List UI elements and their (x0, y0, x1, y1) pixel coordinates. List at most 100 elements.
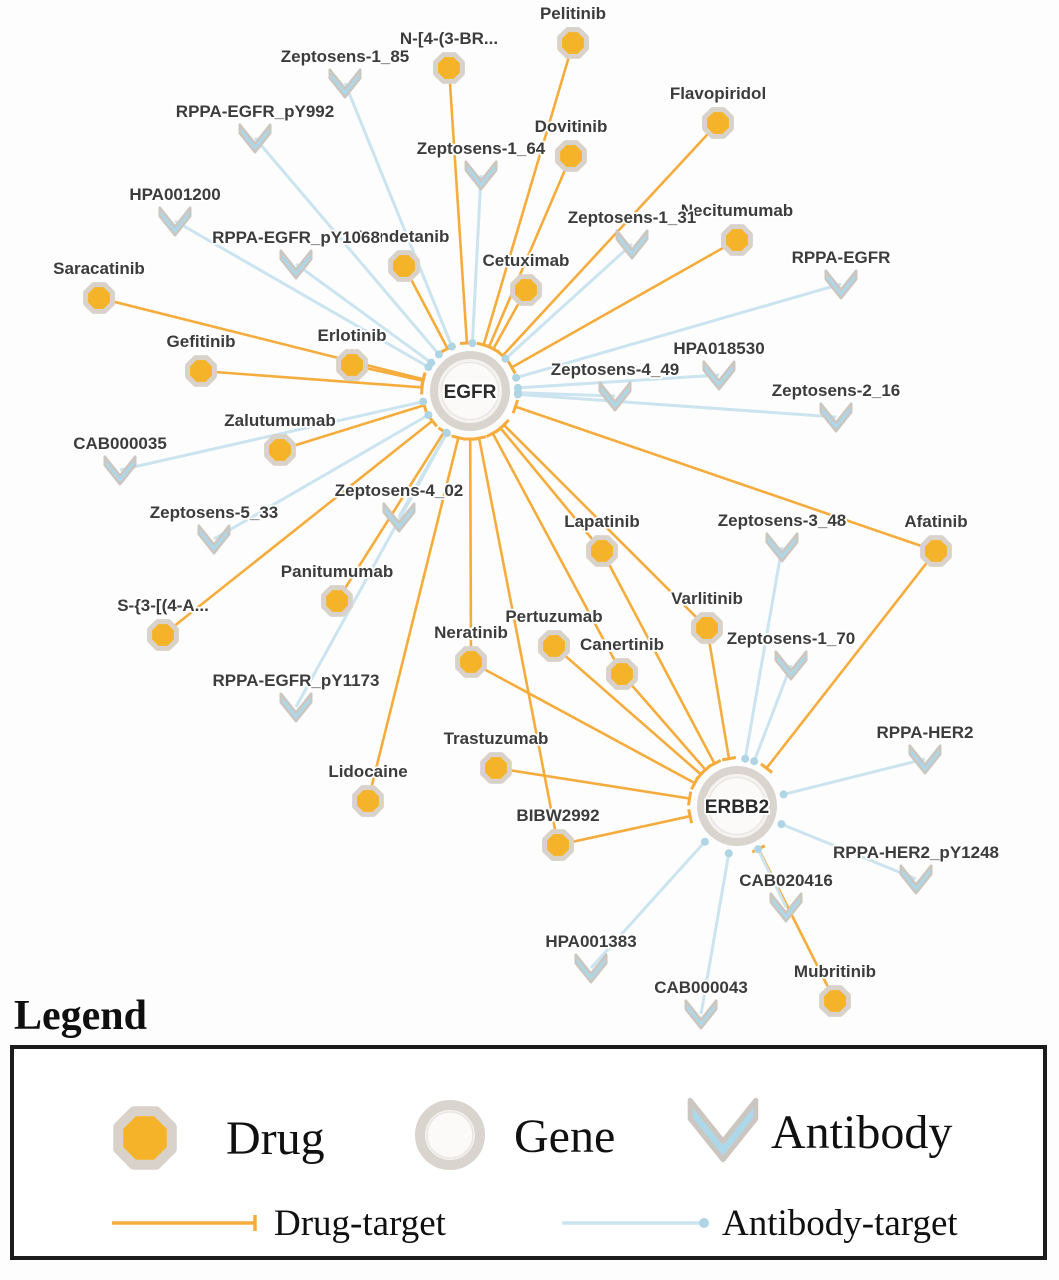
edge-drug-S-{3-[(4-A...--EGFR (162, 414, 438, 637)
drug-node-Flavopiridol[interactable] (702, 107, 734, 139)
node-label-Cetuximab: Cetuximab (483, 251, 570, 270)
edge-antibody-HPA018530--EGFR (513, 373, 720, 392)
drug-node-Gefitinib[interactable] (185, 355, 217, 387)
edge-antibody-HPA001383--ERBB2 (589, 837, 709, 970)
edge-drug-Afatinib--EGFR (511, 399, 937, 553)
antibody-legend-label: Antibody (771, 1106, 953, 1159)
drug-node-Vandetanib[interactable] (388, 250, 420, 282)
node-label-Flavopiridol: Flavopiridol (670, 84, 766, 103)
edge-antibody-Zeptosens-1_31--EGFR (501, 242, 634, 363)
node-label-Neratinib: Neratinib (434, 623, 508, 642)
node-label-EGFR: EGFR (444, 382, 497, 403)
drug-node-Dovitinib[interactable] (555, 140, 587, 172)
edge-drug-Neratinib--EGFR (463, 437, 478, 663)
drug-node-Saracatinib[interactable] (83, 282, 115, 314)
node-label-RPPA-EGFR_pY1173: RPPA-EGFR_pY1173 (213, 671, 380, 690)
node-label-Necitumumab: Necitumumab (681, 201, 793, 220)
node-label-RPPA-HER2_pY1248: RPPA-HER2_pY1248 (833, 843, 999, 862)
antibody-node-CAB000035[interactable] (103, 455, 137, 486)
antibody-node-HPA018530[interactable] (702, 360, 736, 391)
edge-antibody-Zeptosens-1_70--ERBB2 (750, 664, 793, 766)
drug-node-Lidocaine[interactable] (352, 785, 384, 817)
drug-node-Panitumumab[interactable] (321, 585, 353, 617)
edge-antibody-Zeptosens-1_85--EGFR (343, 82, 456, 351)
node-label-ERBB2: ERBB2 (705, 797, 769, 818)
edge-drug-Pertuzumab--ERBB2 (553, 645, 707, 781)
drug-node-Trastuzumab[interactable] (480, 752, 512, 784)
drug-node-Cetuximab[interactable] (510, 274, 542, 306)
drug-node-Afatinib[interactable] (920, 535, 952, 567)
antibody-node-CAB000043[interactable] (684, 999, 718, 1030)
edge-antibody-CAB000035--EGFR (119, 397, 428, 472)
antibody-node-Zeptosens-1_85[interactable] (328, 68, 362, 99)
antibody-node-HPA001383[interactable] (574, 953, 608, 984)
gene-legend-label: Gene (514, 1110, 616, 1163)
drug-target-edge-icon (112, 1215, 257, 1231)
node-label-HPA018530: HPA018530 (673, 339, 764, 358)
antibody-node-Zeptosens-2_16[interactable] (819, 402, 853, 433)
antibody-node-Zeptosens-1_70[interactable] (774, 650, 808, 681)
antibody-node-Zeptosens-4_02[interactable] (382, 502, 416, 533)
drug-node-icon (113, 1106, 177, 1170)
drug-node-Pertuzumab[interactable] (538, 630, 570, 662)
node-label-Zeptosens-5_33: Zeptosens-5_33 (150, 503, 279, 522)
drug-node-Varlitinib[interactable] (691, 612, 723, 644)
drug-node-Neratinib[interactable] (455, 646, 487, 678)
edge-antibody-RPPA-EGFR_pY992--EGFR (253, 137, 443, 359)
interaction-network-canvas: PelitinibN-[4-(3-BR...FlavopiridolDoviti… (51, 2, 1001, 1030)
drug-node-Mubritinib[interactable] (819, 985, 851, 1017)
edge-antibody-Zeptosens-1_64--EGFR (468, 174, 483, 348)
antibody-node-RPPA-EGFR_pY1173[interactable] (279, 692, 313, 723)
antibody-node-RPPA-EGFR_pY1068[interactable] (279, 249, 313, 280)
node-label-Gefitinib: Gefitinib (167, 332, 236, 351)
antibody-node-RPPA-HER2[interactable] (908, 744, 942, 775)
node-label-S-{3-[(4-A...: S-{3-[(4-A... (117, 596, 209, 615)
antibody-node-icon (687, 1097, 759, 1163)
edge-antibody-RPPA-HER2--ERBB2 (779, 757, 926, 799)
node-label-CAB000043: CAB000043 (654, 978, 748, 997)
edge-antibody-RPPA-EGFR_pY1173--EGFR (294, 429, 451, 708)
drug-node-Erlotinib[interactable] (336, 349, 368, 381)
legend-title: Legend (14, 993, 148, 1039)
drug-node-Necitumumab[interactable] (721, 224, 753, 256)
legend-box: Drug Gene Antibody Drug-target Antibody-… (10, 1045, 1047, 1260)
edge-drug-Gefitinib--EGFR (200, 369, 425, 395)
drug-node-BIBW2992[interactable] (542, 829, 574, 861)
edge-drug-Dovitinib--EGFR (481, 155, 573, 352)
node-label-RPPA-EGFR_pY992: RPPA-EGFR_pY992 (176, 102, 334, 121)
node-label-Varlitinib: Varlitinib (671, 589, 743, 608)
antibody-node-HPA001200[interactable] (158, 206, 192, 237)
antibody-node-Zeptosens-4_49[interactable] (598, 381, 632, 412)
drug-node-S-{3-[(4-A...[interactable] (147, 619, 179, 651)
node-label-Canertinib: Canertinib (580, 635, 664, 654)
edge-antibody-Zeptosens-4_49--EGFR (514, 388, 616, 398)
node-label-Zeptosens-1_64: Zeptosens-1_64 (417, 139, 546, 158)
labels-layer: PelitinibN-[4-(3-BR...FlavopiridolDoviti… (51, 2, 1000, 999)
antibody-node-Zeptosens-1_31[interactable] (615, 229, 649, 260)
gene-node-icon (415, 1100, 485, 1170)
antibody-node-RPPA-EGFR_pY992[interactable] (238, 123, 272, 154)
antibody-node-RPPA-HER2_pY1248[interactable] (899, 864, 933, 895)
edge-drug-Lapatinib--ERBB2 (600, 550, 722, 769)
edge-drug-Flavopiridol--EGFR (496, 122, 719, 362)
edge-antibody-Zeptosens-3_48--ERBB2 (741, 546, 784, 763)
node-label-Pertuzumab: Pertuzumab (505, 607, 602, 626)
antibody-target-edge-icon (562, 1218, 709, 1228)
node-label-RPPA-EGFR: RPPA-EGFR (792, 248, 891, 267)
antibody-node-Zeptosens-5_33[interactable] (197, 524, 231, 555)
drug-node-Lapatinib[interactable] (586, 535, 618, 567)
antibody-node-RPPA-EGFR[interactable] (824, 269, 858, 300)
drug-node-Pelitinib[interactable] (557, 27, 589, 59)
drug-node-N-[4-(3-BR...[interactable] (433, 52, 465, 84)
antibody-node-Zeptosens-1_64[interactable] (464, 160, 498, 191)
antibody-node-CAB020416[interactable] (769, 892, 803, 923)
drug-node-Zalutumumab[interactable] (264, 434, 296, 466)
edge-antibody-RPPA-EGFR_pY1068--EGFR (295, 262, 436, 367)
antibody-node-Zeptosens-3_48[interactable] (765, 532, 799, 563)
edge-drug-BIBW2992--ERBB2 (557, 809, 694, 847)
edge-drug-Afatinib--ERBB2 (760, 550, 938, 774)
edge-antibody-RPPA-EGFR--EGFR (512, 282, 842, 382)
node-label-RPPA-HER2: RPPA-HER2 (877, 723, 974, 742)
drug-node-Canertinib[interactable] (606, 658, 638, 690)
edge-drug-Lidocaine--EGFR (366, 434, 466, 802)
